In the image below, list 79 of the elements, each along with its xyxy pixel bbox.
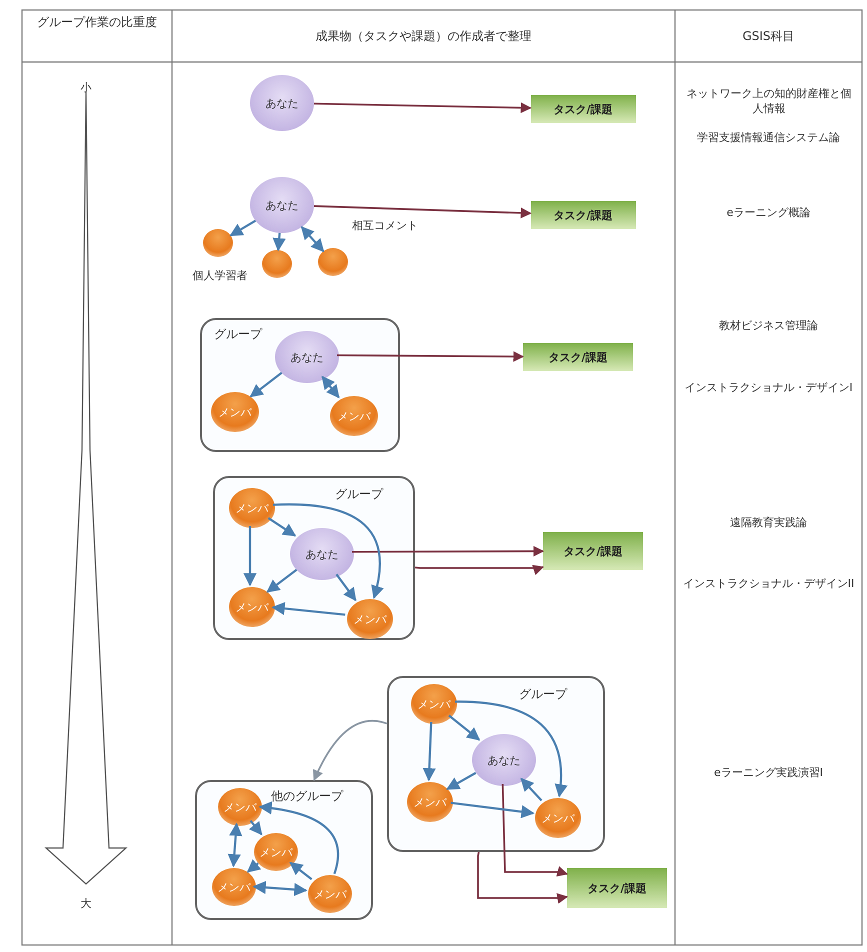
course-name: インストラクショナル・デザインI (683, 380, 854, 395)
group-box (213, 476, 415, 640)
person-circle: あなた (250, 75, 314, 131)
arrow (414, 564, 544, 576)
member-circle: メンバ (330, 396, 378, 436)
arrow (272, 232, 286, 252)
group-title: グループ (519, 686, 567, 703)
arrow (272, 503, 384, 599)
task-box: タスク/課題 (567, 868, 667, 908)
arrow (314, 205, 532, 218)
person-circle: あなた (250, 177, 314, 233)
arrow (448, 714, 480, 741)
arrow (450, 802, 535, 818)
member-circle: メンバ (229, 587, 275, 627)
arrow (272, 602, 346, 616)
course-name: インストラクショナル・デザインII (682, 576, 856, 591)
column-header: 成果物（タスクや課題）の作成者で整理 (314, 28, 532, 45)
group-title: グループ (214, 326, 262, 343)
person-circle: あなた (290, 528, 354, 580)
course-name: 遠隔教育実践論 (729, 515, 808, 530)
column-header: グループ作業の比重度 (36, 14, 158, 31)
arrow (337, 351, 524, 362)
member-circle (262, 250, 292, 278)
group-box (387, 676, 605, 852)
arrow (477, 852, 568, 904)
group-box (200, 318, 400, 452)
person-circle: あなた (472, 734, 536, 786)
arrow (300, 226, 324, 252)
arrow (520, 778, 542, 802)
arrow (246, 859, 262, 873)
scale-label: 大 (80, 896, 92, 911)
person-circle: あなた (275, 331, 339, 383)
member-circle: メンバ (212, 868, 256, 906)
arrow (248, 820, 262, 836)
group-title: グループ (335, 486, 383, 503)
arrow (446, 772, 476, 790)
task-box: タスク/課題 (530, 95, 636, 123)
column-header: GSIS科目 (741, 28, 796, 45)
member-label: 個人学習者 (192, 268, 248, 283)
arrow (258, 802, 340, 874)
arrow (266, 568, 298, 593)
group-title: 他のグループ (271, 788, 343, 805)
arrow (230, 220, 256, 236)
course-name: eラーニング実践演習I (712, 765, 824, 780)
member-circle: メンバ (347, 599, 393, 639)
scale-label: 小 (80, 80, 92, 95)
arrow (502, 784, 568, 877)
arrow (289, 862, 312, 880)
arrow (228, 822, 242, 868)
member-circle: メンバ (535, 798, 581, 838)
course-name: eラーニング概論 (726, 205, 812, 220)
arrow (313, 720, 388, 781)
member-label: 相互コメント (351, 218, 419, 233)
arrow (422, 722, 436, 782)
member-circle: メンバ (211, 392, 259, 432)
task-box: タスク/課題 (530, 201, 636, 229)
member-circle (318, 248, 348, 276)
arrow (314, 102, 532, 114)
task-box: タスク/課題 (523, 343, 633, 371)
arrow (336, 574, 356, 602)
member-circle: メンバ (218, 788, 262, 826)
group-box (195, 780, 373, 920)
arrow (454, 700, 568, 798)
arrow (252, 880, 308, 896)
member-circle: メンバ (254, 833, 298, 871)
arrow (243, 526, 257, 586)
member-circle: メンバ (411, 684, 457, 724)
arrow (322, 376, 340, 398)
arrow (352, 546, 544, 557)
member-circle: メンバ (407, 782, 453, 822)
course-name: ネットワーク上の知的財産権と個人情報 (686, 86, 852, 116)
task-box: タスク/課題 (543, 532, 643, 570)
member-circle (203, 229, 233, 257)
member-circle: メンバ (308, 875, 352, 913)
member-circle: メンバ (229, 488, 275, 528)
arrow (250, 372, 282, 398)
arrow (268, 517, 296, 537)
course-name: 学習支援情報通信システム論 (696, 130, 841, 145)
course-name: 教材ビジネス管理論 (718, 318, 819, 333)
